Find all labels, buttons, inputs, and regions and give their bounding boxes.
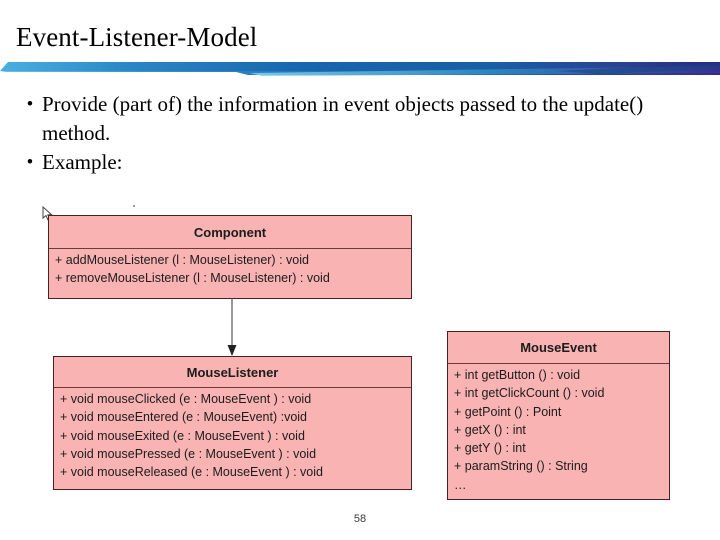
uml-member: + removeMouseListener (l : MouseListener… [55, 271, 330, 286]
uml-member: + void mousePressed (e : MouseEvent ) : … [60, 446, 317, 461]
divider-band-graphic [0, 62, 720, 76]
uml-member: + getPoint () : Point [454, 404, 562, 419]
uml-class-mouseevent[interactable]: MouseEvent + int getButton () : void + i… [447, 331, 670, 500]
decorative-divider-band [0, 60, 720, 78]
list-item: • Example: [18, 148, 702, 177]
bullet-text: Example: [42, 150, 123, 174]
page-number: 58 [353, 513, 367, 525]
uml-member: + void mouseClicked (e : MouseEvent ) : … [60, 392, 312, 406]
stray-dot-artifact [133, 205, 135, 207]
bullet-list: • Provide (part of) the information in e… [18, 90, 702, 177]
dependency-arrow-icon [222, 298, 242, 358]
uml-member: + getY () : int [454, 441, 526, 456]
uml-member-list: + void mouseClicked (e : MouseEvent ) : … [54, 388, 411, 483]
uml-member: + void mouseEntered (e : MouseEvent) :vo… [60, 410, 308, 425]
uml-class-name: MouseListener [54, 357, 411, 388]
bullet-marker-icon: • [26, 152, 34, 173]
bullet-marker-icon: • [26, 94, 34, 115]
uml-class-name: MouseEvent [448, 332, 669, 364]
uml-member: + int getClickCount () : void [454, 386, 605, 401]
bullet-text: Provide (part of) the information in eve… [42, 92, 644, 145]
page-title: Event-Listener-Model [16, 22, 258, 52]
uml-member: + int getButton () : void [454, 368, 581, 382]
uml-member: + addMouseListener (l : MouseListener) :… [55, 253, 309, 267]
uml-member: + getX () : int [454, 422, 526, 437]
uml-member: + void mouseReleased (e : MouseEvent ) :… [60, 465, 323, 480]
uml-class-name: Component [49, 216, 411, 249]
uml-member: + paramString () : String [454, 459, 588, 474]
uml-member-list: + int getButton () : void + int getClick… [448, 364, 669, 496]
uml-class-mouselistener[interactable]: MouseListener + void mouseClicked (e : M… [53, 356, 412, 490]
uml-member: … [454, 477, 467, 492]
uml-member-list: + addMouseListener (l : MouseListener) :… [49, 249, 411, 290]
uml-class-component[interactable]: Component + addMouseListener (l : MouseL… [48, 215, 412, 299]
uml-member: + void mouseExited (e : MouseEvent ) : v… [60, 428, 305, 443]
list-item: • Provide (part of) the information in e… [18, 90, 702, 148]
